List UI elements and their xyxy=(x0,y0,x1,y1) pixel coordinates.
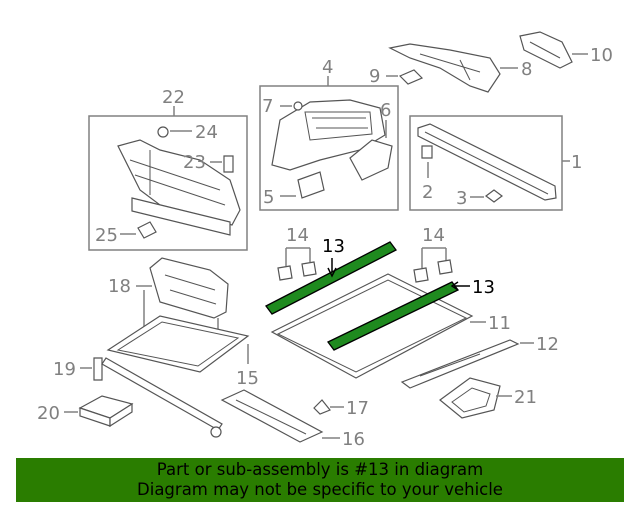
panel-strip-part xyxy=(131,197,231,236)
pad-3-part xyxy=(485,189,503,203)
banner-line-2: Diagram may not be specific to your vehi… xyxy=(137,480,503,499)
callout-10[interactable]: 10 xyxy=(590,45,613,66)
clip-17-part xyxy=(313,399,331,415)
callout-24[interactable]: 24 xyxy=(195,122,218,143)
callout-16[interactable]: 16 xyxy=(342,429,365,450)
pocket-6-part xyxy=(349,139,393,181)
callout-8[interactable]: 8 xyxy=(521,59,532,80)
callout-22[interactable]: 22 xyxy=(162,87,185,108)
trim-8-part xyxy=(388,43,501,93)
parts-diagram: 22 24 23 25 4 7 6 5 xyxy=(37,31,613,450)
clips-14: 14 14 xyxy=(277,225,453,283)
seatback-18-part xyxy=(149,257,229,319)
group-22: 22 24 23 25 xyxy=(88,87,248,251)
callout-23[interactable]: 23 xyxy=(183,152,206,173)
parts-16-17: 16 17 xyxy=(220,389,369,450)
clip-14-part xyxy=(277,265,293,281)
callout-14-right[interactable]: 14 xyxy=(422,225,445,246)
clip-2-part xyxy=(421,145,433,159)
callout-9[interactable]: 9 xyxy=(369,66,380,87)
callout-3[interactable]: 3 xyxy=(456,188,467,209)
tray-21-part xyxy=(439,377,501,419)
callout-19[interactable]: 19 xyxy=(53,359,76,380)
panel-16-part xyxy=(220,389,324,443)
sill-plate-part xyxy=(417,123,557,201)
banner-line-1: Part or sub-assembly is #13 in diagram xyxy=(156,460,484,479)
callout-20[interactable]: 20 xyxy=(37,403,60,424)
floor-15-part xyxy=(106,315,250,373)
bracket-25-part xyxy=(137,221,157,239)
callout-18[interactable]: 18 xyxy=(108,276,131,297)
callout-21[interactable]: 21 xyxy=(514,387,537,408)
tray-21: 21 xyxy=(439,377,537,419)
rail-13-left-part xyxy=(265,241,397,315)
rod-19-end-part xyxy=(93,357,103,381)
callout-7[interactable]: 7 xyxy=(262,96,273,117)
screw-7-part xyxy=(293,101,303,111)
callout-5[interactable]: 5 xyxy=(263,187,274,208)
callout-2[interactable]: 2 xyxy=(422,182,433,203)
group-4-frame xyxy=(259,85,399,211)
cover-5-part xyxy=(297,171,325,199)
rails-13: 13 13 xyxy=(265,236,495,351)
callout-14-left[interactable]: 14 xyxy=(286,225,309,246)
callout-12[interactable]: 12 xyxy=(536,334,559,355)
group-22-frame xyxy=(88,115,248,251)
clip-14-part xyxy=(413,267,429,283)
callout-13-right[interactable]: 13 xyxy=(472,277,495,298)
callout-6[interactable]: 6 xyxy=(380,100,391,121)
clip-14-part xyxy=(437,259,453,275)
callout-17[interactable]: 17 xyxy=(346,398,369,419)
callout-25[interactable]: 25 xyxy=(95,225,118,246)
grommet-24-part xyxy=(157,126,169,138)
clip-23-part xyxy=(223,155,234,173)
strip-12: 12 xyxy=(400,334,559,389)
clip-9-part xyxy=(398,69,424,85)
group-1-frame xyxy=(409,115,563,211)
rod-19-part xyxy=(101,357,223,431)
callout-1[interactable]: 1 xyxy=(571,152,582,173)
group-1: 1 2 3 xyxy=(409,115,582,211)
info-banner: Part or sub-assembly is #13 in diagram D… xyxy=(16,458,624,502)
callout-4[interactable]: 4 xyxy=(322,57,333,78)
left-lower-parts: 18 15 19 20 xyxy=(37,257,259,438)
top-right-parts: 8 9 10 xyxy=(369,31,613,93)
group-4: 4 7 6 5 xyxy=(259,57,399,211)
callout-13-left[interactable]: 13 xyxy=(322,236,345,257)
clip-14-part xyxy=(301,261,317,277)
callout-15[interactable]: 15 xyxy=(236,368,259,389)
callout-11[interactable]: 11 xyxy=(488,313,511,334)
strip-12-part xyxy=(400,339,520,389)
rear-panel-part xyxy=(117,139,241,226)
